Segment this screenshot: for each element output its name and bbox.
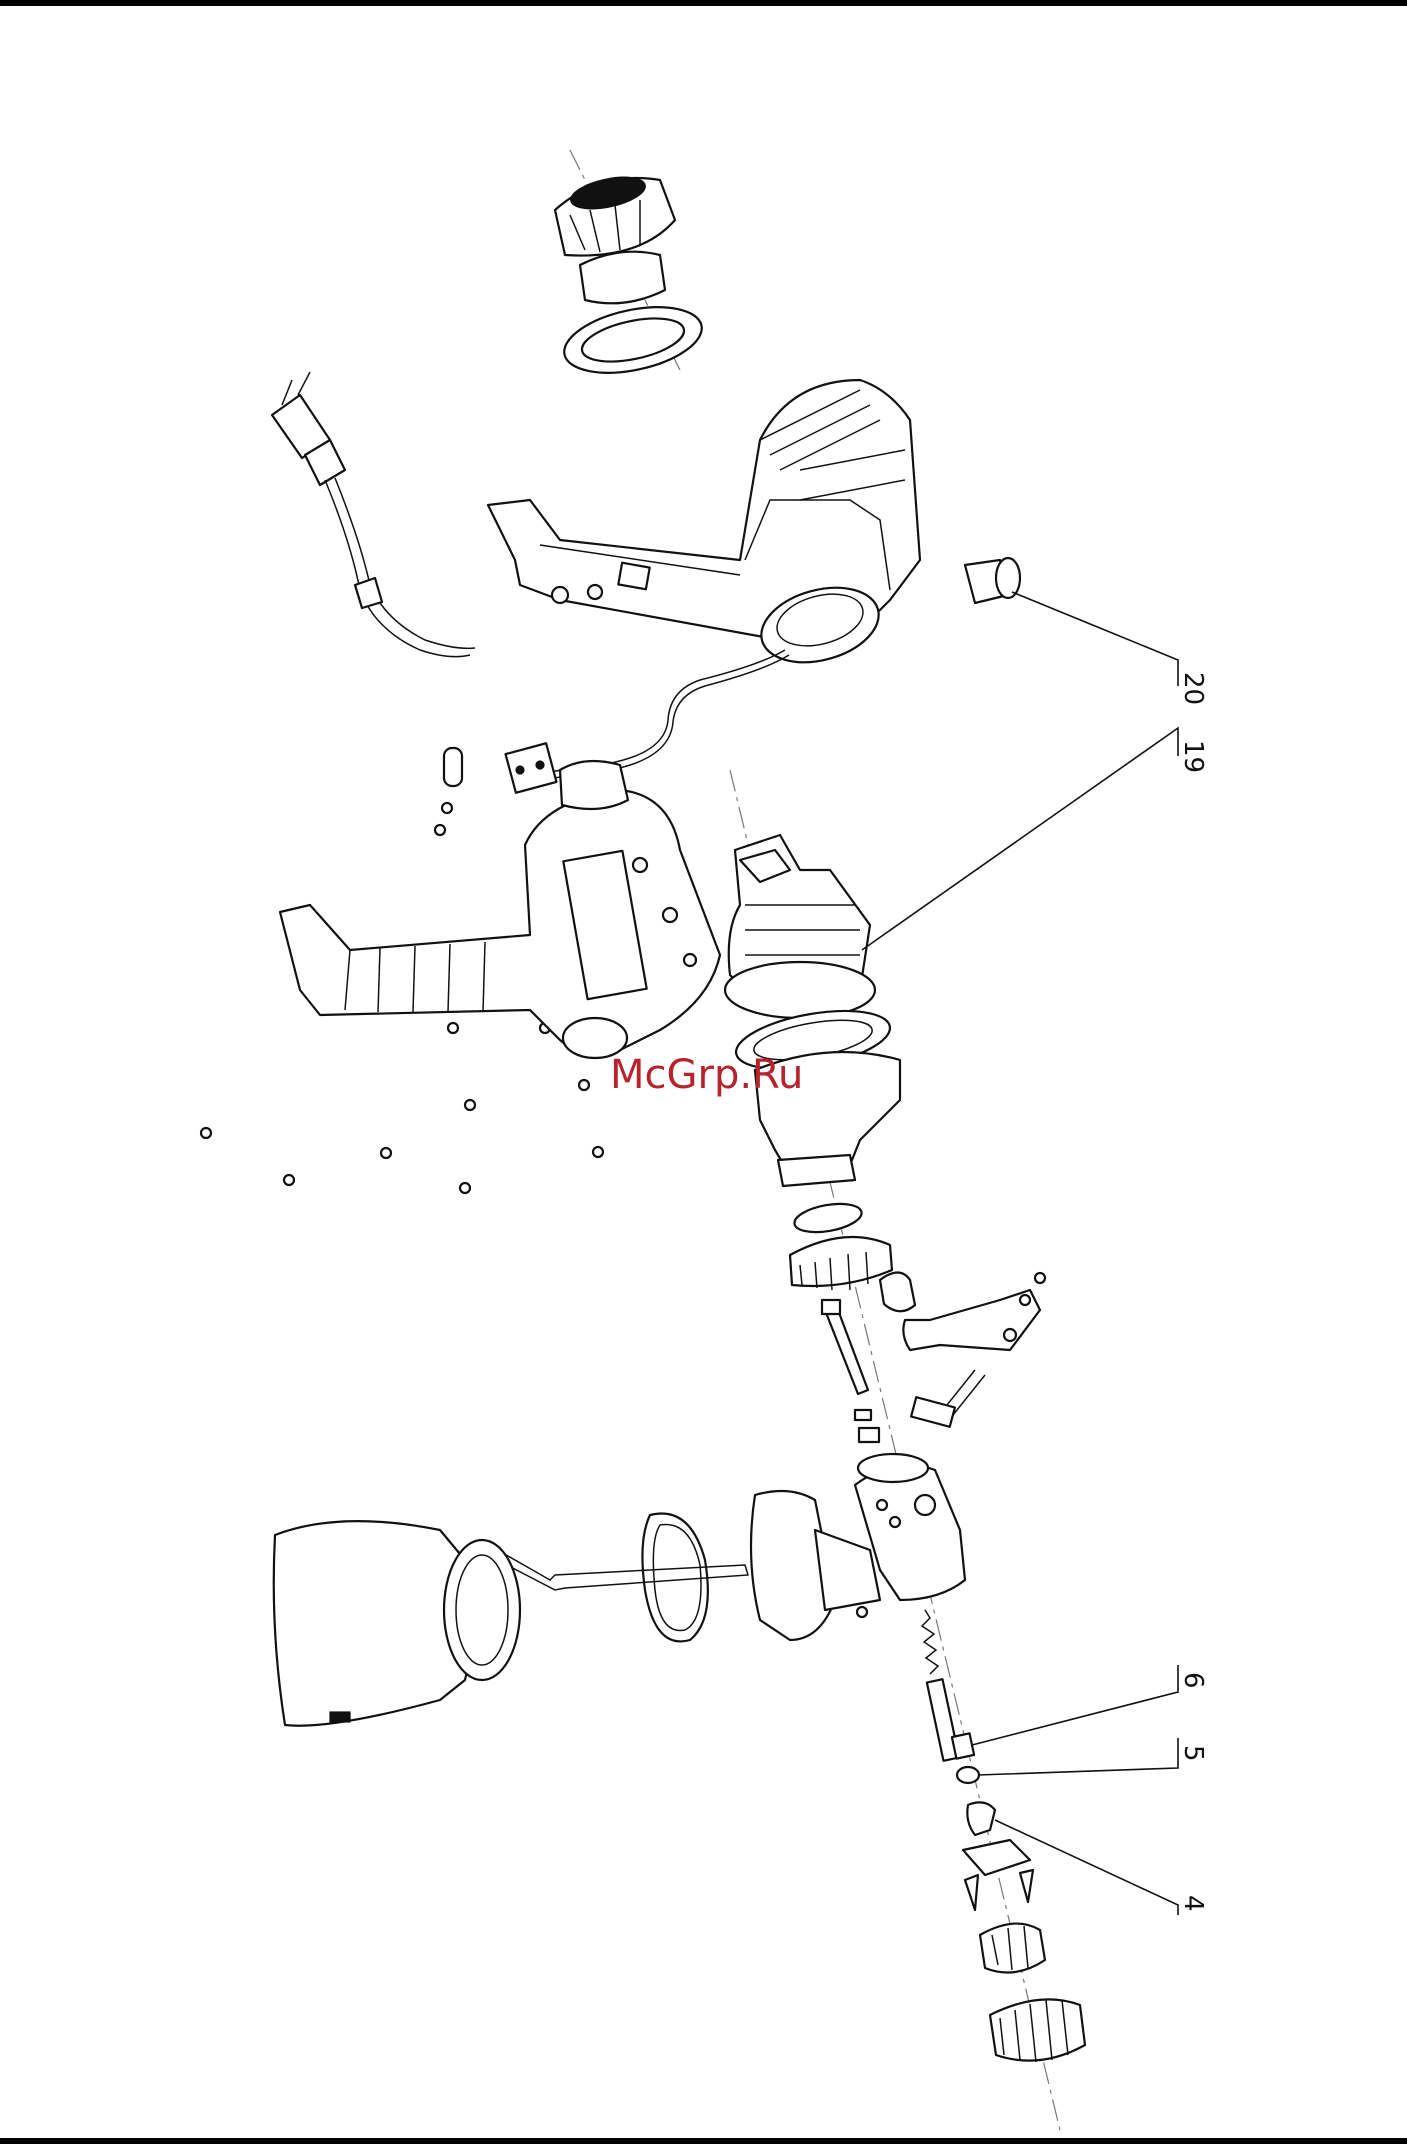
housing-left-half-part	[280, 761, 720, 1058]
valve-part-4	[967, 1802, 995, 1835]
paint-container-part	[274, 1521, 520, 1726]
trigger-knob-part	[880, 1273, 915, 1312]
terminal-block-part	[506, 743, 557, 793]
screw-8	[381, 1148, 391, 1158]
callout-label-4: 4	[1178, 1895, 1208, 1912]
callout-label-5: 5	[1178, 1745, 1208, 1762]
nozzle-clips-part	[965, 1870, 1033, 1910]
screw-6	[465, 1100, 475, 1110]
screw-7	[201, 1128, 211, 1138]
internal-wire-part	[530, 650, 789, 781]
container-gasket-part	[642, 1513, 707, 1641]
watermark-text: McGrp.Ru	[610, 1052, 803, 1098]
switch-part-20	[965, 558, 1020, 603]
needle-packing-part	[859, 1428, 879, 1442]
callout-leaders	[862, 592, 1178, 1915]
screw-1	[442, 803, 452, 813]
screw-10	[284, 1175, 294, 1185]
fluid-needle-part	[822, 1300, 871, 1420]
leader-5	[978, 1738, 1178, 1775]
screw-12	[857, 1607, 867, 1617]
nozzle-tip-part	[980, 1924, 1045, 1973]
screw-13	[1035, 1273, 1045, 1283]
screw-9	[593, 1147, 603, 1157]
screw-11	[460, 1183, 470, 1193]
nozzle-ring-part	[580, 252, 665, 304]
nozzle-cap-ring-part	[990, 1999, 1085, 2062]
container-ring-part	[790, 1237, 892, 1290]
cord-clamp-part	[444, 748, 462, 786]
o-ring-part	[792, 1199, 863, 1236]
trigger-spring-part	[911, 1397, 955, 1427]
callout-label-6: 6	[1178, 1672, 1208, 1689]
trigger-lever-part	[903, 1290, 1040, 1350]
motor-assembly-part-19	[725, 835, 875, 1018]
screw-5	[579, 1080, 589, 1090]
nozzle-plate-part	[963, 1840, 1030, 1875]
nozzle-gasket-part	[558, 296, 707, 384]
housing-right-half-part	[488, 380, 920, 674]
nozzle-cap-part	[555, 171, 675, 255]
screw-2	[435, 825, 445, 835]
callout-label-19: 19	[1178, 740, 1208, 773]
leader-20	[1012, 592, 1178, 686]
bottom-border-rule	[0, 2138, 1407, 2144]
washer-part-5	[957, 1767, 979, 1783]
leader-4	[995, 1820, 1178, 1915]
callout-label-20: 20	[1178, 672, 1208, 705]
leader-6	[972, 1665, 1178, 1745]
power-cord-part	[272, 372, 475, 657]
screw-3	[448, 1023, 458, 1033]
seal-part-6	[952, 1733, 974, 1758]
leader-19	[862, 728, 1178, 950]
